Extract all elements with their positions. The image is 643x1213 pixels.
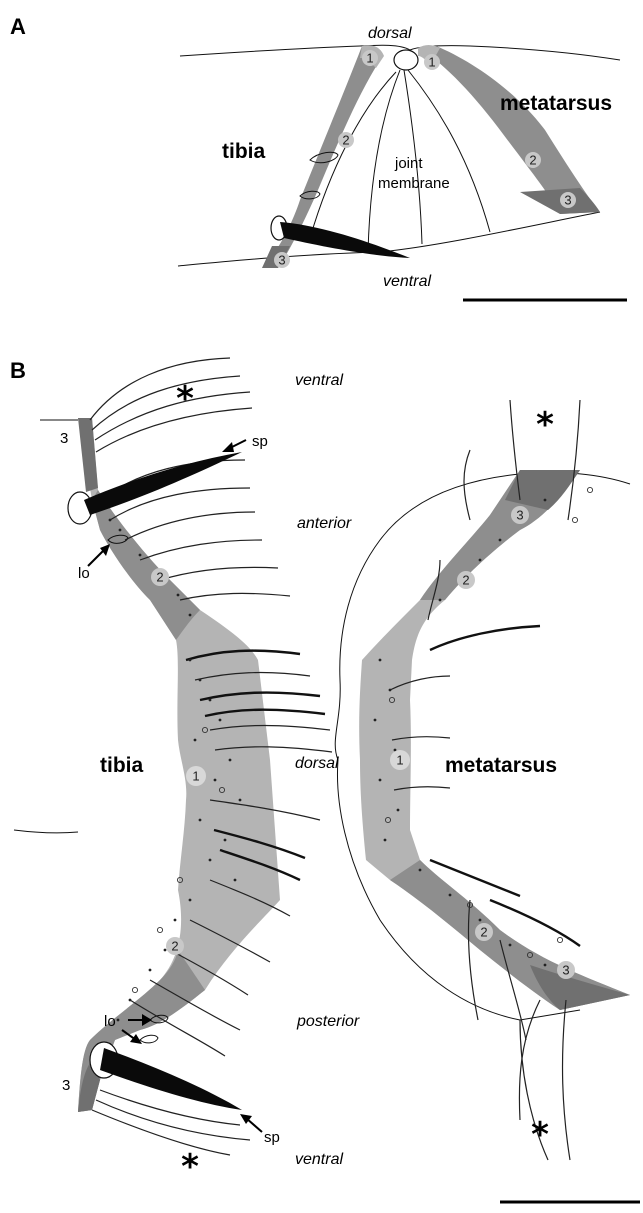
spine-top bbox=[84, 452, 242, 515]
zone-number: 3 bbox=[62, 1077, 70, 1094]
label-ventral-a: ventral bbox=[383, 273, 431, 290]
spine-a bbox=[280, 222, 410, 258]
zone-number: 3 bbox=[564, 193, 571, 208]
asterisk: * bbox=[536, 405, 554, 445]
zone-number: 1 bbox=[192, 769, 199, 784]
panel-b: B bbox=[10, 358, 640, 1202]
panel-a-letter: A bbox=[10, 14, 26, 39]
zone-number: 3 bbox=[278, 253, 285, 268]
label-joint-a: joint bbox=[394, 155, 423, 172]
label-sp-top: sp bbox=[252, 433, 268, 450]
seta bbox=[568, 400, 580, 520]
zone-number: 2 bbox=[342, 133, 349, 148]
metatarsus-zone3-bottom bbox=[530, 965, 630, 1010]
lyriform-organ-bottom bbox=[140, 1035, 158, 1043]
ventral-outline bbox=[178, 212, 600, 266]
label-ventral-top: ventral bbox=[295, 372, 343, 389]
zone-number: 2 bbox=[156, 570, 163, 585]
seta bbox=[125, 512, 255, 540]
zone-number: 2 bbox=[529, 153, 536, 168]
arrow-lo-top bbox=[88, 544, 110, 566]
joint-condyle-a bbox=[394, 50, 418, 70]
label-membrane-a: membrane bbox=[378, 175, 450, 192]
label-dorsal-a: dorsal bbox=[368, 25, 412, 42]
label-anterior: anterior bbox=[297, 515, 352, 532]
metatarsus-zone3-a bbox=[520, 188, 600, 214]
label-lo-bottom: lo bbox=[104, 1013, 116, 1030]
seta bbox=[140, 540, 262, 560]
label-dorsal-b: dorsal bbox=[295, 755, 339, 772]
zone-number: 2 bbox=[480, 925, 487, 940]
seta bbox=[160, 567, 278, 580]
zone-number: 3 bbox=[60, 430, 68, 447]
seta bbox=[563, 1000, 570, 1160]
zone-number: 1 bbox=[396, 753, 403, 768]
seta bbox=[100, 1090, 240, 1125]
seta bbox=[180, 593, 290, 600]
asterisk: * bbox=[531, 1115, 549, 1155]
zone-number: 1 bbox=[366, 51, 373, 66]
zone-number: 2 bbox=[171, 939, 178, 954]
label-sp-bottom: sp bbox=[264, 1129, 280, 1146]
seta bbox=[92, 1110, 230, 1155]
panel-a: A 1 1 2 2 3 bbox=[10, 14, 627, 300]
arrow-sp-top bbox=[222, 440, 246, 452]
arrow-sp-bottom bbox=[240, 1114, 262, 1132]
label-ventral-bottom: ventral bbox=[295, 1151, 343, 1168]
label-tibia-a: tibia bbox=[222, 140, 265, 163]
spine-bottom bbox=[100, 1048, 242, 1110]
zone-number: 1 bbox=[428, 55, 435, 70]
zone-number: 3 bbox=[516, 508, 523, 523]
label-metatarsus-b: metatarsus bbox=[445, 754, 557, 777]
label-posterior: posterior bbox=[296, 1013, 360, 1030]
asterisk: * bbox=[176, 379, 194, 419]
panel-b-letter: B bbox=[10, 358, 26, 383]
tibia-zone2-top bbox=[92, 490, 200, 640]
seta bbox=[430, 626, 540, 650]
label-lo-top: lo bbox=[78, 565, 90, 582]
tibia-outline-bottom bbox=[14, 830, 78, 833]
seta bbox=[90, 358, 230, 420]
zone-number: 2 bbox=[462, 573, 469, 588]
tibia-zone3-top bbox=[78, 418, 98, 492]
label-tibia-b: tibia bbox=[100, 754, 143, 777]
zone-number: 3 bbox=[562, 963, 569, 978]
label-metatarsus-a: metatarsus bbox=[500, 92, 612, 115]
asterisk: * bbox=[181, 1147, 199, 1187]
seta bbox=[95, 392, 250, 440]
seta bbox=[464, 450, 470, 520]
